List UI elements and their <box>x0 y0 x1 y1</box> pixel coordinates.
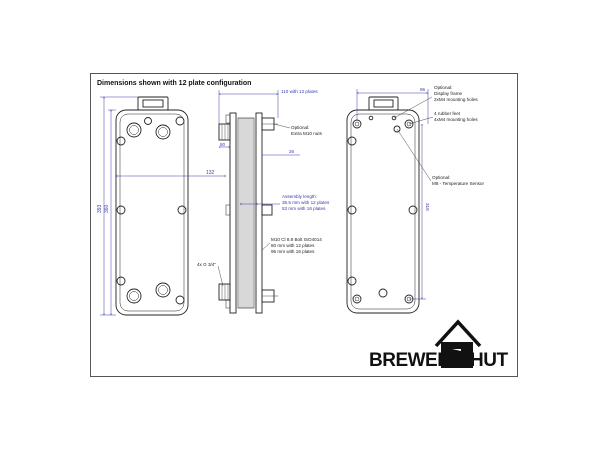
dim-393-label: 393 <box>97 204 103 213</box>
rubber-foot <box>352 119 362 129</box>
side-leaders <box>217 123 291 287</box>
sensor-hole <box>144 117 152 125</box>
note-display-frame: Optional: Display frame 2xM4 mounting ho… <box>434 85 478 102</box>
bolt-hole <box>175 116 185 126</box>
note-extra-nuts-line2: Extra M10 nuts <box>291 131 323 136</box>
port-top-right <box>155 124 171 140</box>
back-bolt-hole <box>347 276 357 286</box>
end-plate-left <box>229 112 237 314</box>
port-bottom-left <box>126 288 142 304</box>
frame-mount-hole <box>391 115 397 121</box>
bolt-hole <box>177 205 187 215</box>
end-plate-right <box>255 112 263 314</box>
dim-80-label: 80 <box>220 142 226 147</box>
note-bolt: M10 Cl 8.8 Bolt ISO4014 80 mm with 12 pl… <box>271 237 322 254</box>
note-assembly-line3: 53 mm with 16 plates <box>282 206 326 211</box>
rubber-foot <box>352 294 362 304</box>
back-bolt-hole <box>378 288 388 298</box>
house-icon <box>434 319 482 368</box>
temp-sensor-hole <box>393 125 401 133</box>
port-connector-bottom <box>218 283 231 301</box>
note-display-line3: 2xM4 mounting holes <box>434 97 478 102</box>
note-assembly-line2: 38.5 mm with 12 plates <box>282 200 330 205</box>
note-feet-line2: 4xM4 mounting holes <box>434 117 478 122</box>
note-bolt-line3: 95 mm with 16 plates <box>271 249 315 254</box>
bolt-nut-middle <box>261 204 273 216</box>
note-sensor-line2: M8 - Temperature Sensor <box>432 181 484 186</box>
note-display-line1: Optional: <box>434 85 452 90</box>
note-extra-nuts: Optional: Extra M10 nuts <box>291 125 323 136</box>
display-frame-window <box>142 99 164 108</box>
back-display-frame <box>368 96 399 111</box>
drawing-title: Dimensions shown with 12 plate configura… <box>97 80 252 87</box>
bolt-hole <box>116 205 126 215</box>
dim-96-label: 96 <box>420 87 426 92</box>
bolt-hole <box>116 136 126 146</box>
dim-360-label: 360 <box>104 204 110 213</box>
logo-word-right: HUT <box>470 350 508 371</box>
note-extra-nuts-line1: Optional: <box>291 125 309 130</box>
side-dimensions <box>219 90 300 204</box>
dim-318-label: 318 <box>425 203 430 211</box>
brewers-hut-logo: BREWERS HUT <box>369 319 509 371</box>
port-connector-top <box>218 123 231 141</box>
rubber-foot <box>404 119 414 129</box>
note-display-line2: Display frame <box>434 91 463 96</box>
front-dimensions <box>100 97 226 315</box>
note-port-thread: 4x G 3/4" <box>197 262 216 267</box>
note-bolt-line2: 80 mm with 12 plates <box>271 243 315 248</box>
note-assembly-length: Assembly length: 38.5 mm with 12 plates … <box>282 194 330 211</box>
bolt-hole <box>175 295 185 305</box>
back-display-window <box>373 99 394 108</box>
note-rubber-feet: 4 rubber feet 4xM4 mounting holes <box>434 111 478 122</box>
back-bolt-hole <box>408 205 418 215</box>
note-feet-line1: 4 rubber feet <box>434 111 461 116</box>
side-view <box>218 112 278 314</box>
dim-110-label: 110 with 12 plates <box>281 89 318 94</box>
drawing-sheet <box>90 73 518 377</box>
front-plate-outline <box>115 109 189 316</box>
back-view <box>346 96 420 314</box>
note-temp-sensor: Optional: M8 - Temperature Sensor <box>432 175 484 186</box>
front-view <box>115 96 189 316</box>
dim-132-label: 132 <box>206 170 215 176</box>
front-plate-inner <box>119 113 185 312</box>
bolt-hole <box>116 276 126 286</box>
dim-26-label: 26 <box>289 149 295 154</box>
display-frame-tab <box>137 96 169 111</box>
back-bolt-hole <box>347 205 357 215</box>
note-assembly-line1: Assembly length: <box>282 194 317 199</box>
back-plate-outline <box>346 109 420 314</box>
note-sensor-line1: Optional: <box>432 175 450 180</box>
logo-word-left: BREWERS <box>369 350 463 371</box>
port-top-left <box>126 122 142 138</box>
frame-mount-hole <box>368 115 374 121</box>
back-leaders <box>393 96 434 182</box>
back-bolt-hole <box>347 136 357 146</box>
back-dimensions <box>357 89 428 299</box>
plate-lines <box>239 118 253 308</box>
back-plate-inner <box>350 113 416 310</box>
port-bottom-right <box>155 282 171 298</box>
note-bolt-line1: M10 Cl 8.8 Bolt ISO4014 <box>271 237 322 242</box>
